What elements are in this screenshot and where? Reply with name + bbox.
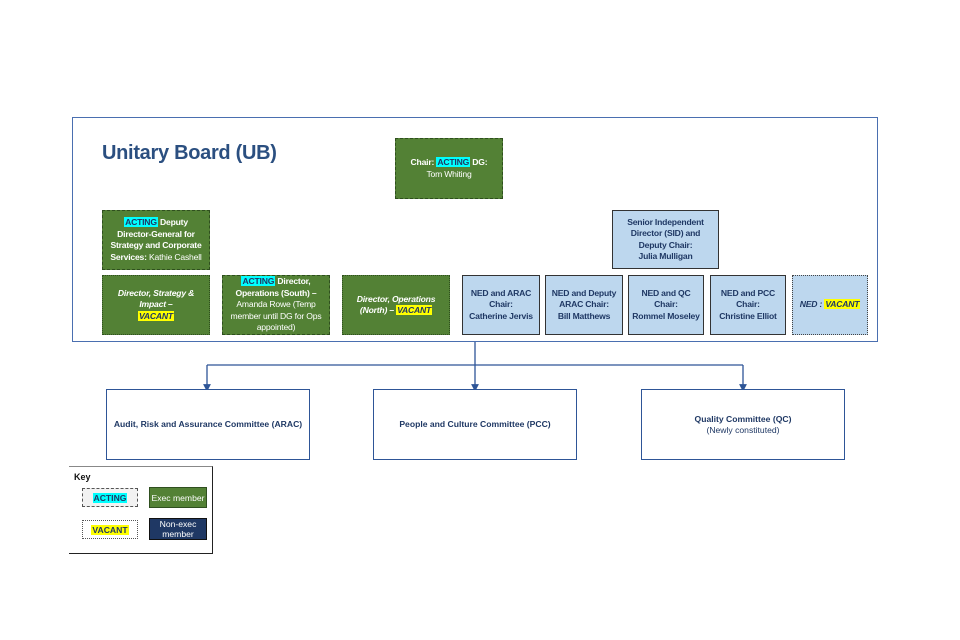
member-role: Senior Independent Director (SID) and De… [627, 216, 704, 250]
legend-key [69, 466, 213, 554]
committee-name: People and Culture Committee (PCC) [399, 419, 551, 429]
member-name: Catherine Jervis [469, 310, 533, 321]
vacant-badge: VACANT [824, 299, 861, 310]
board-title: Unitary Board (UB) [102, 142, 277, 164]
non-exec-member-sid: Senior Independent Director (SID) and De… [612, 210, 719, 269]
chair-role: DG: [470, 157, 488, 167]
exec-member-deputy-dg: ACTING Deputy Director-General for Strat… [102, 210, 210, 270]
member-name: Julia Mulligan [638, 251, 693, 261]
exec-member-director-ops-north: Director, Operations (North) – VACANT [342, 275, 450, 335]
exec-member-director-strategy: Director, Strategy & Impact –VACANT [102, 275, 210, 335]
legend-vacant: VACANT [82, 520, 138, 539]
committee-pcc: People and Culture Committee (PCC) [373, 389, 577, 460]
member-role: Director, Strategy & Impact – [117, 287, 195, 310]
vacant-badge: VACANT [396, 305, 433, 315]
acting-badge: ACTING [241, 276, 276, 287]
committee-name: Audit, Risk and Assurance Committee (ARA… [113, 419, 303, 429]
legend-title: Key [74, 472, 91, 482]
member-name: Amanda Rowe (Temp member until DG for Op… [230, 299, 322, 333]
member-role: Director, Operations (North) – [356, 293, 436, 316]
legend-non-exec: Non-exec member [149, 518, 207, 540]
member-role: Deputy Director-General for Strategy and… [110, 217, 202, 262]
member-role: NED and PCC Chair: [720, 287, 776, 310]
legend-acting-label: ACTING [92, 492, 128, 503]
legend-vacant-label: VACANT [91, 524, 129, 535]
unitary-board-frame [72, 117, 878, 342]
legend-exec: Exec member [149, 487, 207, 508]
non-exec-member-vacant: NED : VACANT [792, 275, 868, 335]
chair-name: Tom Whiting [426, 168, 472, 179]
member-role: NED and ARAC Chair: [470, 287, 532, 310]
chair-box: Chair: ACTING DG: Tom Whiting [395, 138, 503, 199]
member-name: Kathie Cashell [146, 251, 202, 262]
member-role: NED and Deputy ARAC Chair: [551, 287, 617, 310]
acting-badge: ACTING [124, 217, 158, 227]
legend-acting: ACTING [82, 488, 138, 507]
exec-member-director-ops-south: ACTING Director, Operations (South) – Am… [222, 275, 330, 335]
non-exec-member-arac-chair: NED and ARAC Chair: Catherine Jervis [462, 275, 540, 335]
member-name: Bill Matthews [557, 310, 611, 321]
member-role: NED and QC Chair: [641, 287, 691, 310]
legend-exec-label: Exec member [151, 492, 205, 503]
acting-badge: ACTING [436, 157, 471, 167]
non-exec-member-pcc-chair: NED and PCC Chair: Christine Elliot [710, 275, 786, 335]
non-exec-member-qc-chair: NED and QC Chair: Rommel Moseley [628, 275, 704, 335]
non-exec-member-deputy-arac-chair: NED and Deputy ARAC Chair: Bill Matthews [545, 275, 623, 335]
committee-qc: Quality Committee (QC) (Newly constitute… [641, 389, 845, 460]
legend-non-exec-label: Non-exec member [159, 519, 197, 539]
vacant-badge: VACANT [138, 310, 174, 321]
member-name: Christine Elliot [719, 310, 777, 321]
committee-note: (Newly constituted) [706, 424, 780, 435]
chair-prefix: Chair: [410, 157, 437, 167]
member-role: Director, Operations (South) – [235, 276, 317, 298]
committee-arac: Audit, Risk and Assurance Committee (ARA… [106, 389, 310, 460]
member-name: Rommel Moseley [632, 310, 700, 321]
committee-name: Quality Committee (QC) [694, 413, 792, 424]
member-role: NED : [799, 299, 825, 310]
